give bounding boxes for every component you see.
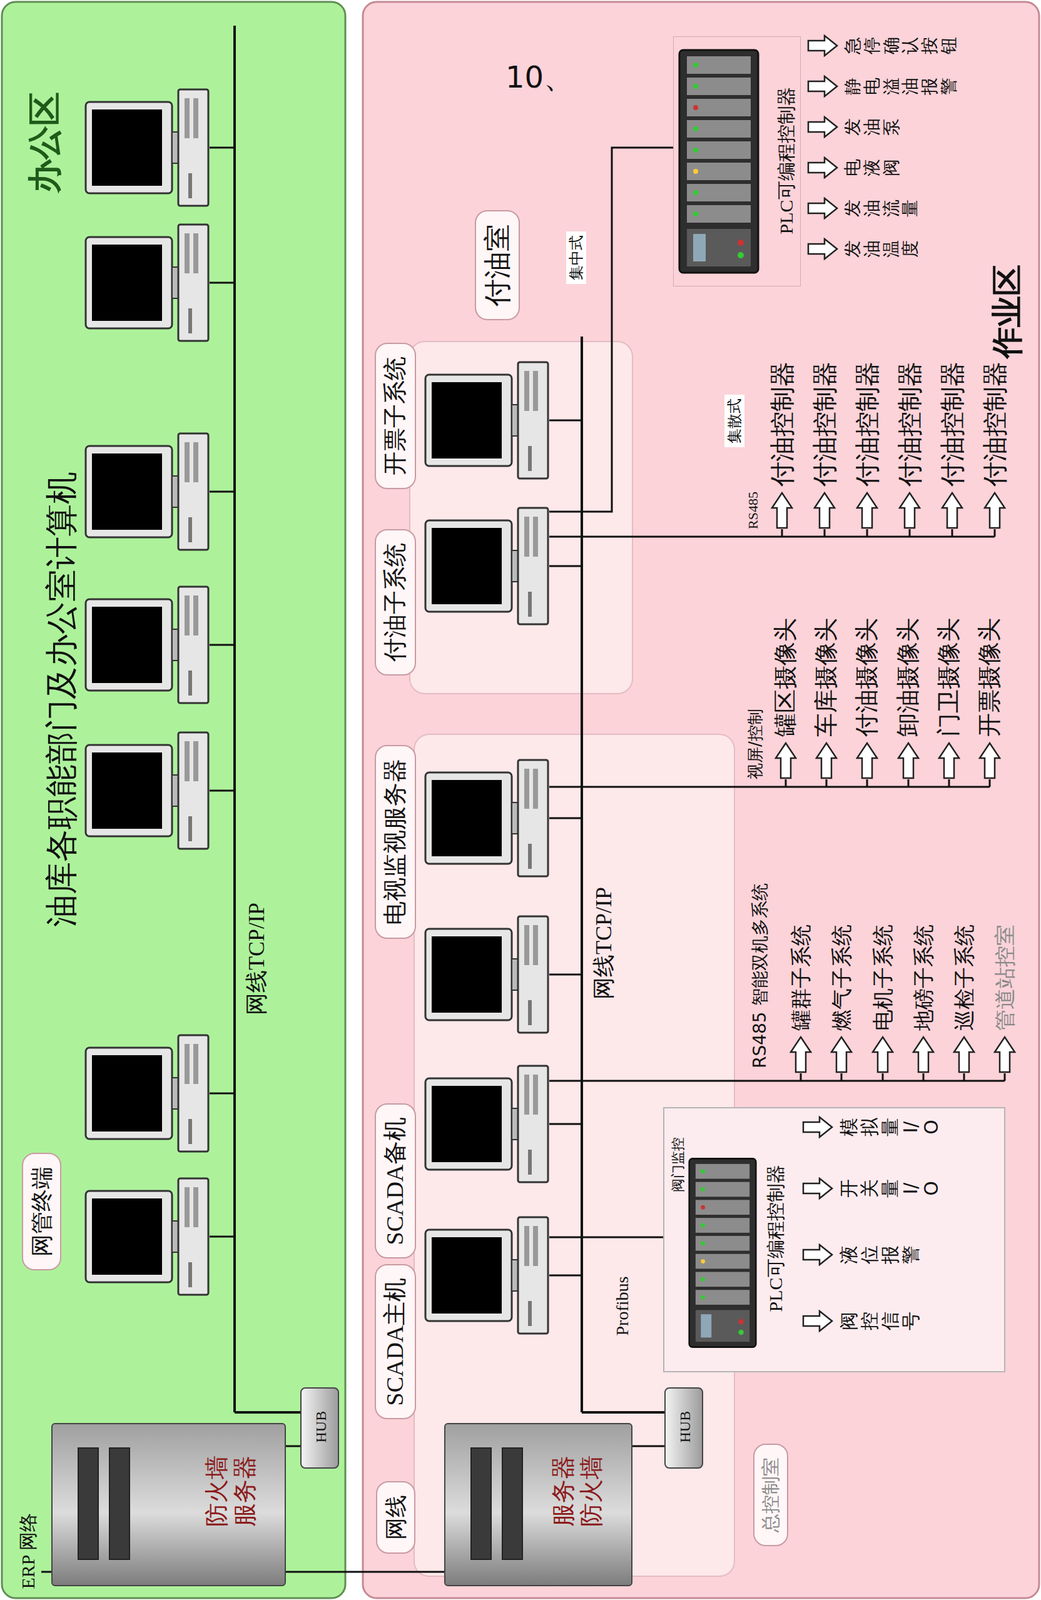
plc-controller: PLC可编程控制器 <box>673 36 801 287</box>
drive-bay <box>108 1447 131 1561</box>
network-cable <box>632 1445 665 1448</box>
annotation-label: 罐区摄像头 <box>771 618 801 737</box>
node-text: 防火墙 服务器 <box>202 1452 260 1531</box>
annotation-label: 集中式 <box>566 231 587 285</box>
work-zone: 作业区服务器 防火墙 HUB 网线 总控制室 SCADA主机 SCADA备机 电视监视服务器… <box>362 0 1041 1600</box>
annotation-label: 付油控制器 <box>894 361 925 487</box>
node-text: 总控制室 <box>759 1457 783 1533</box>
annotation-label: 门卫摄像头 <box>934 618 964 737</box>
annotation-label: 付油摄像头 <box>852 618 882 737</box>
output-label: 静电溢油报警 <box>843 77 960 96</box>
node-text: HUB <box>676 1411 695 1444</box>
node-text: 电视监视服务器 <box>380 758 410 926</box>
output-label: 发油流量 <box>843 199 921 218</box>
node-text: 办公区 <box>25 91 66 194</box>
firewall-server: 服务器 防火墙 <box>444 1423 633 1587</box>
firewall-server: 防火墙 服务器 <box>51 1423 286 1587</box>
callout-bubble: 网管终端 <box>21 1152 62 1271</box>
annotation-label: RS485 <box>745 491 762 530</box>
annotation-label: 付油控制器 <box>809 361 840 487</box>
annotation-label: 管道站控室 <box>992 924 1018 1031</box>
output-label: 急停确认按钮 <box>843 36 960 55</box>
annotation-label: 燃气子系统 <box>828 924 855 1031</box>
output-label: 液位报警 <box>838 1245 921 1265</box>
node-text: SCADA主机 <box>380 1278 410 1407</box>
node-text: 服务器 防火墙 <box>549 1452 607 1531</box>
callout-bubble: SCADA备机 <box>374 1103 417 1260</box>
node-text: 网线 <box>382 1495 410 1541</box>
annotation-label: 付油控制器 <box>979 361 1010 487</box>
annotation-label: 网线TCP/IP <box>590 887 618 1000</box>
callout-number: 10、 <box>505 59 574 96</box>
node-text: PLC可编程控制器 <box>775 86 798 234</box>
output-label: 发油温度 <box>843 240 921 258</box>
callout-bubble: 总控制室 <box>753 1443 789 1547</box>
drive-bay <box>77 1447 99 1561</box>
node-text: 网管终端 <box>28 1166 56 1257</box>
node-text: 付油室 <box>481 223 515 307</box>
node-text: HUB <box>312 1411 331 1444</box>
annotation-label: Profibus <box>611 1276 634 1337</box>
annotation-label: ERP 网络 <box>16 1513 40 1590</box>
drive-bay <box>470 1447 492 1561</box>
output-label: 阀控信号 <box>838 1311 921 1331</box>
annotation-label: 视屏/控制 <box>745 708 766 780</box>
callout-bubble: 付油室 <box>474 210 521 321</box>
node-text: 付油子系统 <box>380 543 410 662</box>
annotation-label: 网线TCP/IP <box>243 902 271 1016</box>
node-text: 阀门监控 <box>670 1137 687 1193</box>
annotation-label: 集散式 <box>724 394 746 448</box>
annotation-label: 开票摄像头 <box>975 618 1005 737</box>
annotation-label: 巡检子系统 <box>951 924 978 1031</box>
output-label: 电液阀 <box>843 158 901 177</box>
annotation-label: 付油控制器 <box>766 361 798 487</box>
callout-bubble: 开票子系统 <box>374 342 417 490</box>
output-label: 模拟量 I/O <box>838 1117 942 1137</box>
annotation-label: 车库摄像头 <box>812 618 841 737</box>
drive-bay <box>501 1447 524 1561</box>
annotation-label: 付油控制器 <box>852 361 883 487</box>
output-label: 开关量 I/O <box>838 1179 942 1199</box>
annotation-label: 电机子系统 <box>870 924 896 1031</box>
annotation-label: RS485 智能双机多系统 <box>749 883 771 1069</box>
node-text: PLC可编程控制器 <box>764 1164 788 1312</box>
annotation-label: 付油控制器 <box>937 361 968 487</box>
callout-bubble: SCADA主机 <box>374 1264 417 1421</box>
network-cable <box>285 1445 301 1448</box>
annotation-label: 地磅子系统 <box>910 924 937 1031</box>
callout-bubble: 电视监视服务器 <box>374 745 417 940</box>
node-text: 开票子系统 <box>380 356 410 476</box>
node-text: SCADA备机 <box>380 1117 410 1246</box>
hub-box: HUB <box>300 1387 340 1469</box>
callout-bubble: 网线 <box>375 1481 416 1554</box>
annotation-label: 罐群子系统 <box>788 924 814 1031</box>
annotation-label: 卸油摄像头 <box>893 618 923 737</box>
network-cable <box>285 1571 445 1574</box>
annotation-label: 油库各职能部门及办公室计算机 <box>41 471 81 928</box>
plc-panel: 阀门监控 PLC可编程控制器 <box>663 1107 1006 1373</box>
callout-bubble: 付油子系统 <box>374 529 417 676</box>
output-label: 发油泵 <box>843 118 901 136</box>
node-text: 作业区 <box>988 264 1026 359</box>
hub-box: HUB <box>664 1387 704 1469</box>
